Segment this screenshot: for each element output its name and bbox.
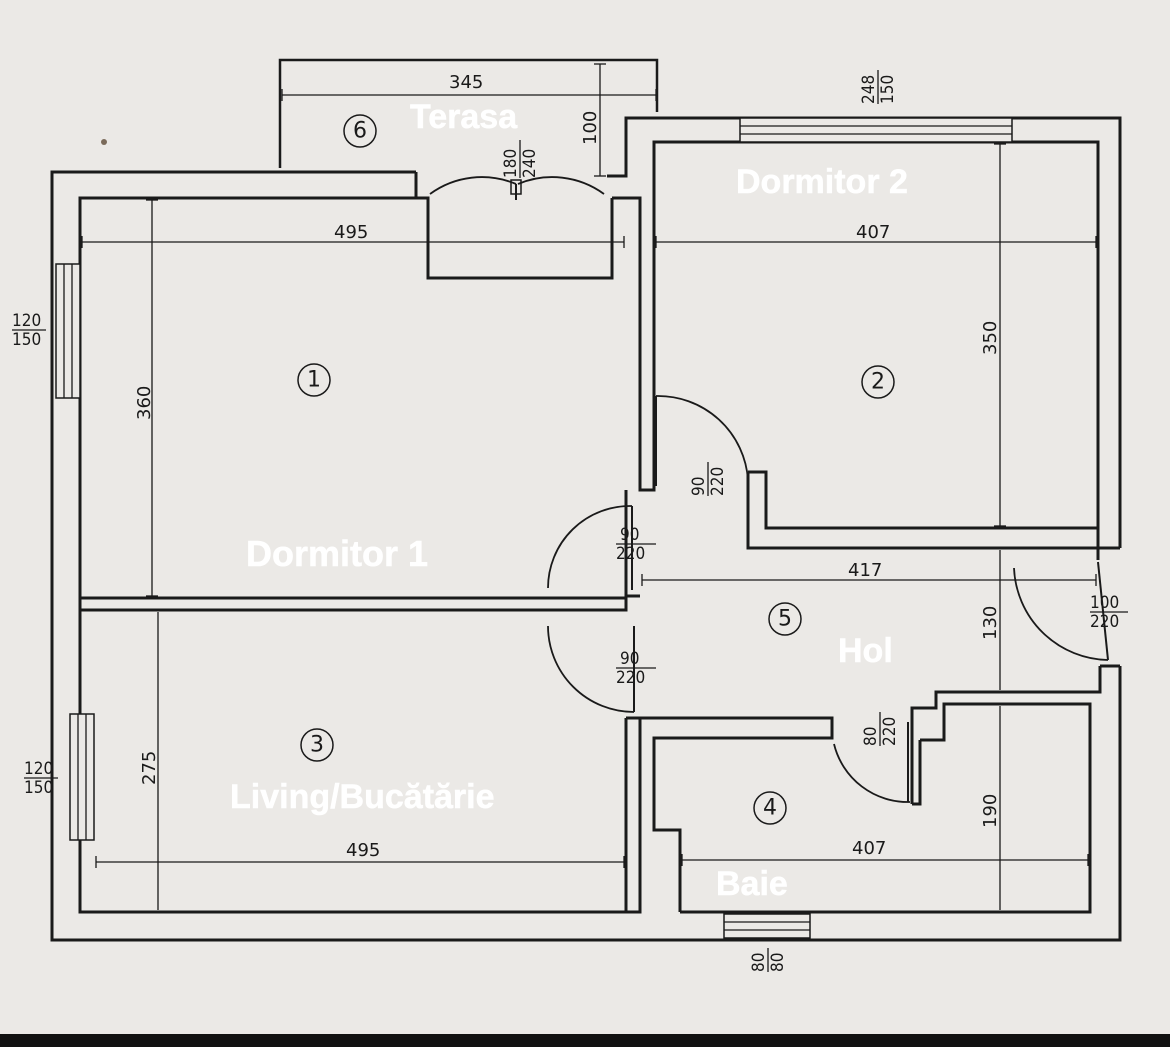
room-number-5: 5 <box>768 602 802 636</box>
dormitor2-door-w: 90 <box>689 477 709 496</box>
svg-text:6: 6 <box>353 119 367 144</box>
dim-dormitor1-width: 495 <box>334 222 368 243</box>
dim-living-width: 495 <box>346 840 380 861</box>
terasa-door-h: 240 <box>520 149 540 178</box>
living-door-w: 90 <box>620 649 639 669</box>
dim-hol-depth: 130 <box>980 606 1001 640</box>
room-label-hol: Hol <box>838 632 893 670</box>
dim-hol-width: 417 <box>848 560 882 581</box>
dim-dormitor2-depth: 350 <box>980 321 1001 355</box>
door-dormitor1 <box>547 505 633 590</box>
opening-labels: 180 240 248 150 120 150 120 150 90 220 <box>12 70 1128 972</box>
door-entrance <box>1013 561 1109 661</box>
room-number-3: 3 <box>300 728 334 762</box>
terasa-door-w: 180 <box>501 149 521 178</box>
room-label-living: Living/Bucătărie <box>230 778 495 816</box>
dormitor1-door-h: 220 <box>616 544 645 564</box>
bottom-edge-bar <box>0 1034 1170 1047</box>
svg-text:1: 1 <box>307 368 321 393</box>
dormitor2-window-w: 248 <box>859 75 879 104</box>
room-number-2: 2 <box>861 365 895 399</box>
window-dormitor2 <box>739 117 1013 143</box>
window-dormitor1 <box>55 263 81 399</box>
dim-terasa-depth: 100 <box>580 111 601 145</box>
dormitor1-door-w: 90 <box>620 525 639 545</box>
entrance-door-w: 100 <box>1090 593 1119 613</box>
dim-living-depth: 275 <box>139 751 160 785</box>
dim-baie-depth: 190 <box>980 794 1001 828</box>
living-window-h: 150 <box>24 778 53 798</box>
baie-door-w: 80 <box>861 727 881 746</box>
inner-walls <box>80 470 1120 914</box>
dim-terasa-width: 345 <box>449 72 483 93</box>
windows <box>55 117 1013 939</box>
door-terasa <box>429 176 605 200</box>
room-number-1: 1 <box>297 363 331 397</box>
dim-dormitor1-depth: 360 <box>134 386 155 420</box>
svg-text:4: 4 <box>763 796 777 821</box>
dim-baie-width: 407 <box>852 838 886 859</box>
window-baie <box>723 913 811 939</box>
dormitor1-window-h: 150 <box>12 330 41 350</box>
dim-dormitor2-width: 407 <box>856 222 890 243</box>
room-label-dormitor2: Dormitor 2 <box>736 163 908 201</box>
room-number-4: 4 <box>753 791 787 825</box>
terasa-area <box>278 58 659 168</box>
room-number-6: 6 <box>343 114 377 148</box>
paper-spot <box>101 139 107 145</box>
dormitor1-window-w: 120 <box>12 311 41 331</box>
room-labels: Terasa Dormitor 2 Dormitor 1 Hol Living/… <box>230 98 908 904</box>
dimension-labels: 345 100 495 360 407 350 417 130 275 495 … <box>134 72 1001 861</box>
baie-window-w: 80 <box>749 953 769 972</box>
dimension-lines <box>81 63 1097 910</box>
window-living <box>69 713 95 841</box>
room-label-dormitor1: Dormitor 1 <box>246 533 428 574</box>
room-numbers: 6 1 2 5 3 4 <box>297 114 895 825</box>
svg-text:2: 2 <box>871 370 885 395</box>
living-window-w: 120 <box>24 759 53 779</box>
room-label-terasa: Terasa <box>410 98 518 136</box>
doors <box>429 176 1109 803</box>
entrance-door-h: 220 <box>1090 612 1119 632</box>
svg-text:5: 5 <box>778 607 792 632</box>
baie-window-h: 80 <box>768 953 788 972</box>
door-living <box>547 625 635 713</box>
door-dormitor2 <box>655 395 749 486</box>
svg-text:3: 3 <box>310 733 324 758</box>
room-label-baie: Baie <box>716 865 788 903</box>
living-door-h: 220 <box>616 668 645 688</box>
door-baie <box>833 722 911 803</box>
baie-door-h: 220 <box>880 717 900 746</box>
dormitor2-window-h: 150 <box>878 75 898 104</box>
dormitor2-door-h: 220 <box>708 467 728 496</box>
outer-walls <box>50 116 1122 942</box>
